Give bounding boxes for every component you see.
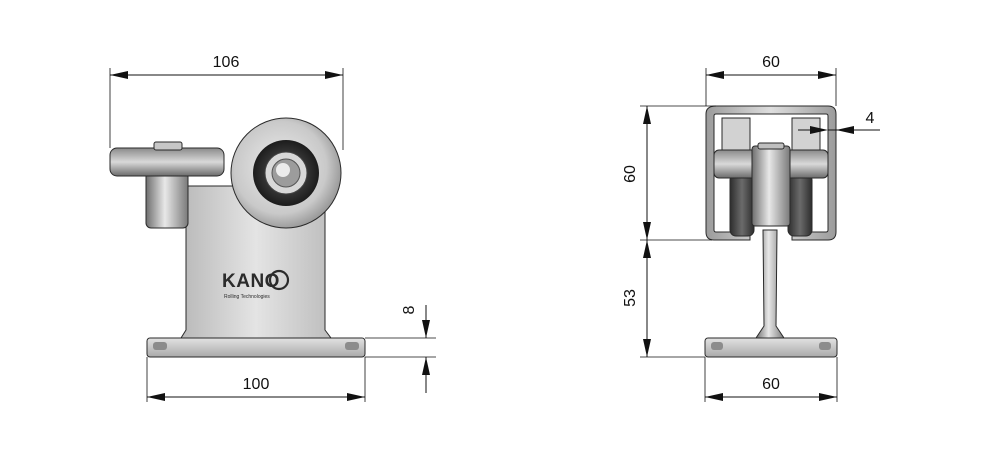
side-c-profile — [705, 105, 837, 241]
dim-side-profile-height: 60 — [622, 105, 716, 241]
dim-label-8: 8 — [401, 305, 418, 314]
side-center-hub — [751, 142, 791, 227]
front-view: KANO Rolling Technologies — [109, 117, 366, 358]
front-big-wheel — [230, 117, 342, 229]
dim-front-base-width: 100 — [146, 357, 366, 402]
dim-side-base-width: 60 — [704, 357, 838, 402]
dim-side-top-width: 60 — [705, 54, 837, 106]
dim-side-stem-height: 53 — [622, 240, 705, 358]
dim-front-base-thickness: 8 — [365, 305, 436, 393]
front-base-plate — [146, 337, 366, 358]
svg-text:KANO: KANO — [222, 271, 280, 292]
dim-label-53: 53 — [622, 289, 639, 307]
dim-label-100: 100 — [243, 376, 270, 393]
side-view — [704, 105, 838, 358]
dim-side-wall-thickness: 4 — [798, 110, 880, 134]
front-flat-wheel — [109, 141, 225, 177]
side-base-plate — [704, 337, 838, 358]
svg-text:Rolling Technologies: Rolling Technologies — [224, 294, 270, 300]
dim-label-60-top: 60 — [762, 54, 780, 71]
side-stem — [755, 229, 785, 339]
dim-label-4: 4 — [866, 110, 875, 127]
kano-logo: KANO Rolling Technologies — [222, 269, 290, 300]
dim-label-60-height: 60 — [622, 165, 639, 183]
dim-label-60-base: 60 — [762, 376, 780, 393]
dim-label-106: 106 — [213, 54, 240, 71]
side-upper-brackets — [721, 117, 821, 155]
front-axle-cylinder — [145, 171, 189, 229]
dim-front-top-width: 106 — [109, 54, 344, 150]
